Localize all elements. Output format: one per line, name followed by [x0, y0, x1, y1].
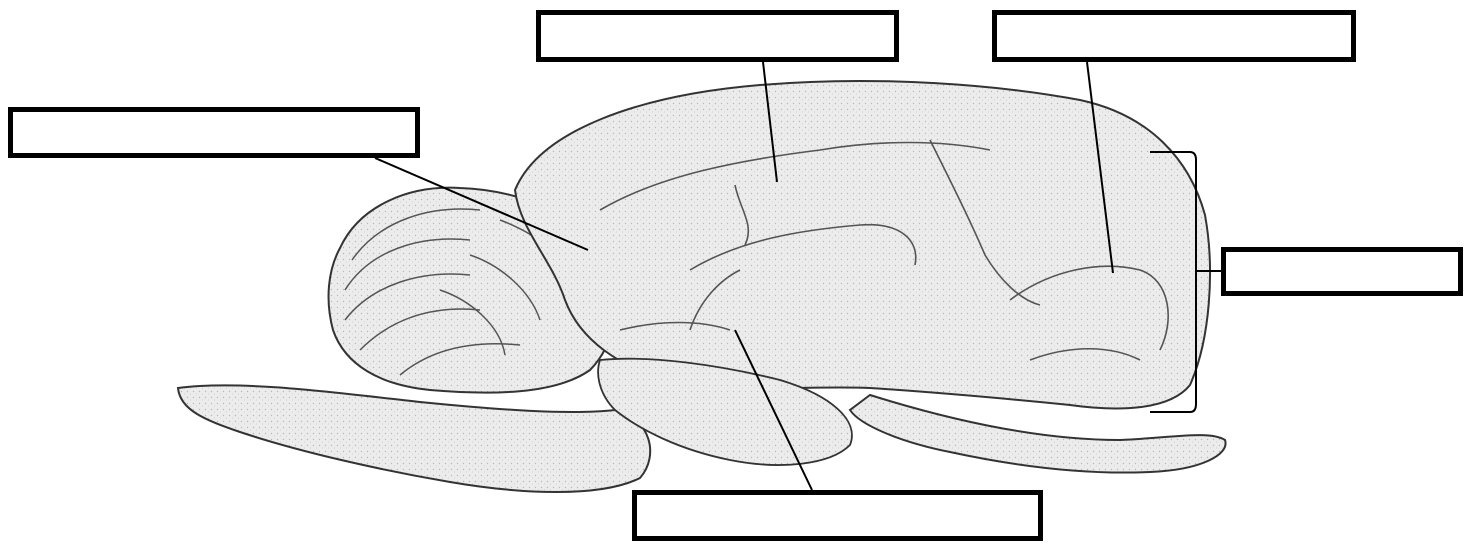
label-box-top-right[interactable]: [992, 10, 1356, 62]
brainstem: [178, 385, 650, 492]
label-box-left[interactable]: [8, 107, 420, 158]
label-box-bottom[interactable]: [632, 490, 1043, 541]
label-box-right[interactable]: [1221, 247, 1463, 296]
label-box-top-center[interactable]: [536, 10, 899, 62]
ventral-tail: [850, 395, 1226, 473]
